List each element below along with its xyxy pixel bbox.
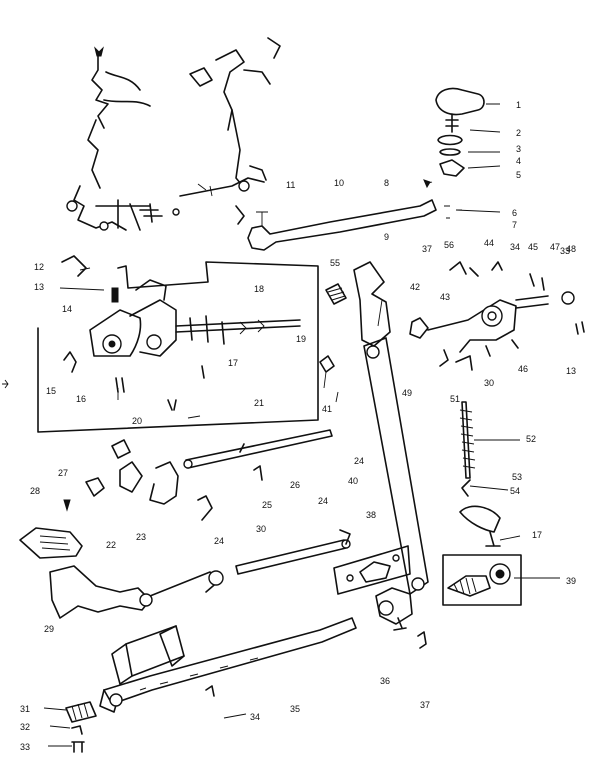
callout-49: 49 xyxy=(402,388,412,398)
callout-14: 14 xyxy=(62,304,72,314)
callout-2: 2 xyxy=(516,128,521,138)
callout-27: 27 xyxy=(58,468,68,478)
middle-shafts xyxy=(183,429,351,575)
callout-36: 36 xyxy=(380,676,390,686)
callout-48: 48 xyxy=(566,244,576,254)
callout-34-right: 34 xyxy=(510,242,520,252)
callout-13-left: 13 xyxy=(34,282,44,292)
callout-1: 1 xyxy=(516,100,521,110)
callout-17-left: 17 xyxy=(228,358,238,368)
callout-12: 12 xyxy=(34,262,44,272)
inset-box-part xyxy=(442,554,522,606)
callout-10: 10 xyxy=(334,178,344,188)
callout-42: 42 xyxy=(410,282,420,292)
callout-7: 7 xyxy=(512,220,517,230)
callout-32: 32 xyxy=(20,722,30,732)
callout-37-upper: 37 xyxy=(422,244,432,254)
callout-33-left: 33 xyxy=(20,742,30,752)
callout-24-b: 24 xyxy=(318,496,328,506)
callout-26: 26 xyxy=(290,480,300,490)
callout-34-bottom: 34 xyxy=(250,712,260,722)
callout-43: 43 xyxy=(440,292,450,302)
callout-9: 9 xyxy=(384,232,389,242)
callout-35: 35 xyxy=(290,704,300,714)
link-bracket xyxy=(333,545,427,649)
callout-19: 19 xyxy=(296,334,306,344)
callout-39: 39 xyxy=(566,576,576,586)
callout-40: 40 xyxy=(348,476,358,486)
callout-41: 41 xyxy=(322,404,332,414)
callout-47: 47 xyxy=(550,242,560,252)
right-lever-assembly xyxy=(409,261,585,371)
leader-lines xyxy=(43,103,560,747)
callout-44: 44 xyxy=(484,238,494,248)
main-shaft xyxy=(99,617,357,713)
spring-and-stop xyxy=(459,401,501,547)
upper-center-mechanism xyxy=(179,37,281,225)
callout-23: 23 xyxy=(136,532,146,542)
callout-5: 5 xyxy=(516,170,521,180)
callout-16: 16 xyxy=(76,394,86,404)
callout-55: 55 xyxy=(330,258,340,268)
upper-left-mechanism xyxy=(66,46,180,231)
callout-37-bottom: 37 xyxy=(420,700,430,710)
callout-53: 53 xyxy=(512,472,522,482)
bottom-left-screws xyxy=(65,685,215,753)
callout-29: 29 xyxy=(44,624,54,634)
callout-54: 54 xyxy=(510,486,520,496)
callout-18: 18 xyxy=(254,284,264,294)
callout-28: 28 xyxy=(30,486,40,496)
vertical-link-arm xyxy=(319,261,429,595)
callout-22: 22 xyxy=(106,540,116,550)
callout-25: 25 xyxy=(262,500,272,510)
left-small-parts xyxy=(19,439,263,619)
callout-52: 52 xyxy=(526,434,536,444)
callout-24-c: 24 xyxy=(214,536,224,546)
callout-33-right: 33 xyxy=(560,246,570,256)
callout-56: 56 xyxy=(444,240,454,250)
callout-4: 4 xyxy=(516,156,521,166)
callout-30-right: 30 xyxy=(484,378,494,388)
callout-8: 8 xyxy=(384,178,389,188)
callout-17-right: 17 xyxy=(532,530,542,540)
callout-20: 20 xyxy=(132,416,142,426)
callout-30-mid: 30 xyxy=(256,524,266,534)
callout-3: 3 xyxy=(516,144,521,154)
edge-mark xyxy=(2,379,9,389)
callout-15: 15 xyxy=(46,386,56,396)
callout-46: 46 xyxy=(518,364,528,374)
bracket-plate xyxy=(37,255,319,433)
callout-13-right: 13 xyxy=(566,366,576,376)
callout-31: 31 xyxy=(20,704,30,714)
callout-6: 6 xyxy=(512,208,517,218)
callout-21: 21 xyxy=(254,398,264,408)
callout-11: 11 xyxy=(286,180,295,190)
callout-labels: 1 2 3 4 5 6 7 8 9 10 11 12 13 13 14 15 1… xyxy=(20,100,576,752)
upper-right-parts xyxy=(423,87,485,219)
callout-38: 38 xyxy=(366,510,376,520)
top-link-lever xyxy=(247,199,437,251)
callout-51: 51 xyxy=(450,394,460,404)
callout-24-a: 24 xyxy=(354,456,364,466)
callout-45: 45 xyxy=(528,242,538,252)
